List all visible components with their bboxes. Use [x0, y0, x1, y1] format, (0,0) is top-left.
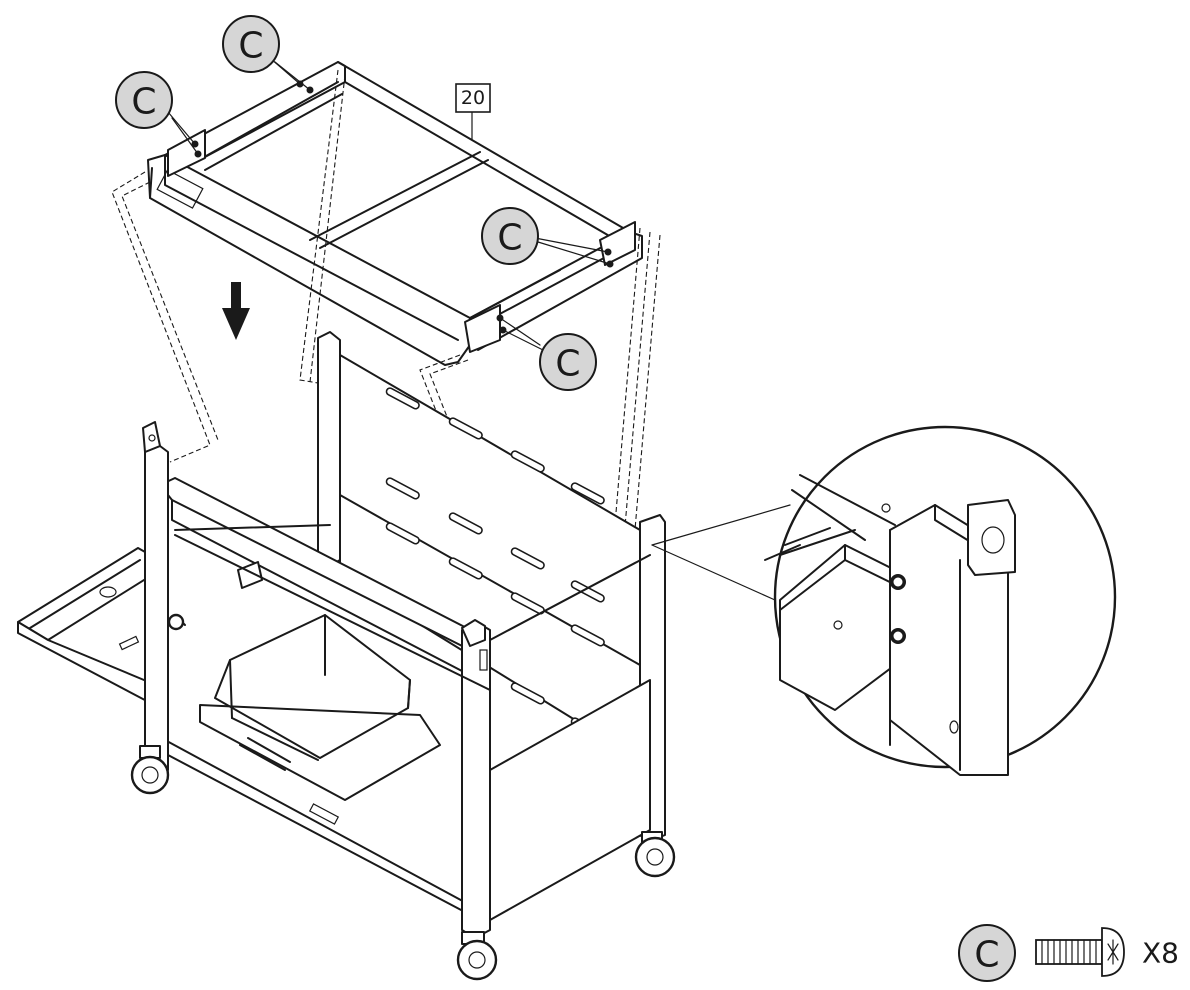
- cart-body: [17, 331, 676, 981]
- callout-letter: C: [131, 82, 156, 123]
- detail-zoom-circle: [651, 425, 1117, 776]
- legend-callout: [958, 924, 1016, 982]
- callout-letter: C: [497, 218, 522, 259]
- callout-letter: C: [238, 26, 263, 67]
- wheel-front-right: [456, 931, 498, 981]
- top-frame: 20: [147, 57, 643, 366]
- legend-quantity: X8: [1142, 937, 1179, 970]
- callout-letter: C: [555, 344, 580, 385]
- wheel-front-left: [130, 745, 170, 795]
- hardware-legend: C X8: [958, 924, 1179, 982]
- callout-c-3: C: [481, 207, 539, 265]
- screw-icon: [1035, 927, 1125, 977]
- legend-letter: C: [974, 935, 999, 976]
- part-tag-label: 20: [461, 87, 485, 109]
- down-arrow-icon: [222, 282, 250, 340]
- wheel-back-right: [634, 831, 676, 878]
- callout-c-4: C: [539, 333, 597, 391]
- callout-c-1: C: [115, 71, 173, 129]
- wheel-back-left: [167, 613, 185, 631]
- callout-c-2: C: [222, 15, 280, 73]
